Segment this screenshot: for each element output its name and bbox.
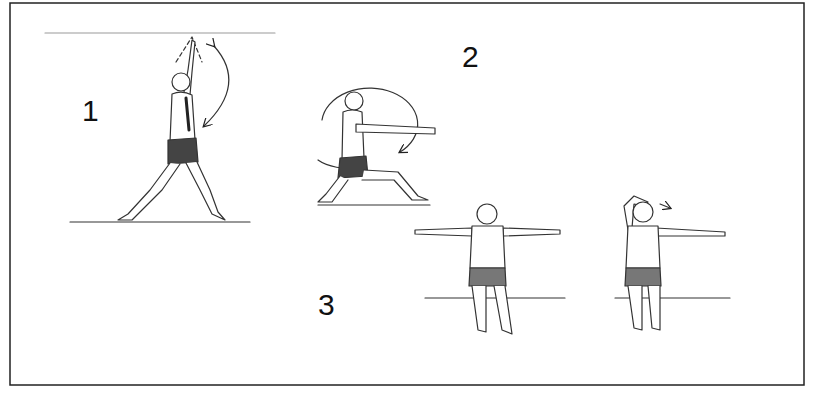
right-arm (503, 228, 560, 236)
ground-line (70, 221, 250, 222)
figure-arm-behind-head (615, 196, 730, 330)
head (633, 202, 653, 222)
callout-number: 2 (462, 42, 479, 72)
figure-lunge-rotation (318, 88, 435, 205)
torso (170, 92, 195, 142)
rotation-arrow (322, 88, 418, 152)
callout-number: 3 (318, 290, 335, 320)
head (345, 92, 363, 110)
callout-number: 1 (82, 96, 99, 126)
torso (470, 226, 505, 268)
shorts (469, 268, 506, 286)
shorts (625, 268, 661, 286)
figure-arms-out-front (415, 204, 565, 334)
front-leg (362, 170, 428, 200)
torso (342, 110, 364, 160)
left-leg (628, 286, 642, 330)
left-leg (472, 286, 486, 332)
right-leg (494, 286, 512, 334)
outstretched-arm (656, 228, 725, 236)
shorts (168, 138, 198, 164)
head (172, 73, 190, 91)
outstretched-arms (356, 124, 435, 134)
arm-side (186, 98, 189, 130)
figure-walking-arm-raise (45, 33, 275, 222)
motion-arrow (660, 204, 670, 208)
reference-line (45, 32, 275, 33)
front-leg (186, 162, 225, 220)
back-leg (118, 163, 180, 220)
back-leg (318, 176, 348, 202)
frame-border (10, 3, 804, 385)
ground-line (318, 204, 430, 205)
right-leg (648, 286, 660, 330)
torso (626, 226, 660, 268)
ground-line (425, 297, 565, 298)
motion-arrow (204, 46, 229, 126)
head (477, 204, 497, 224)
left-arm (415, 228, 472, 236)
